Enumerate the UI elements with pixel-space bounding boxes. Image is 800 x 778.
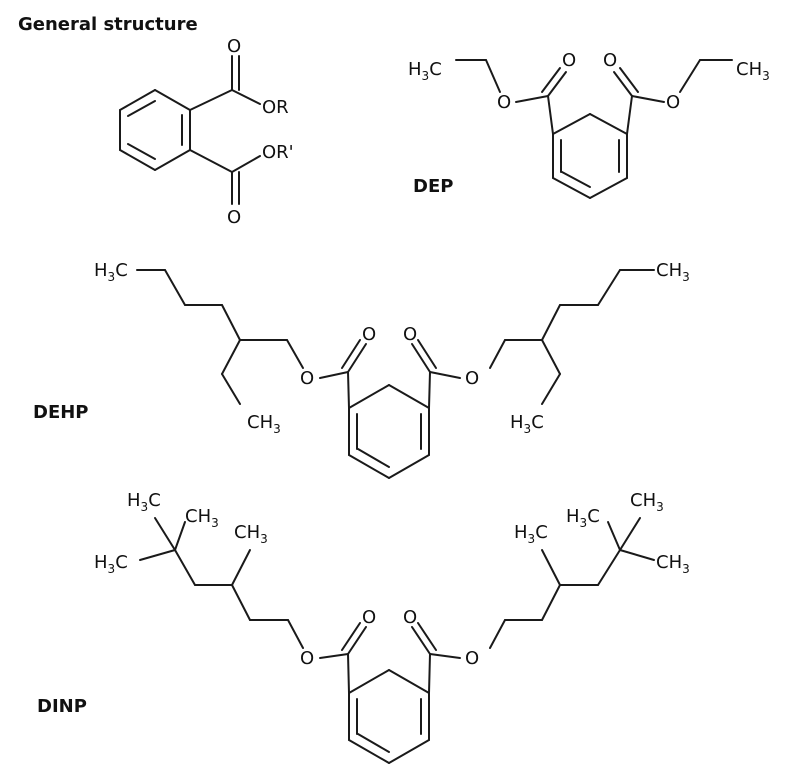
dinp-carbonyl-o-left: O — [362, 607, 376, 628]
dinp-trimethylhexyl-left: H3C CH3 H3C CH3 — [94, 490, 289, 621]
figure-title: General structure — [18, 14, 198, 35]
dep-ch3-right: CH3 — [736, 59, 770, 83]
general-or-label: OR — [262, 97, 289, 118]
dinp-trimethylhexyl-right: H3C H3C CH3 CH3 — [504, 490, 690, 621]
general-carbonyl-o-bottom: O — [227, 207, 241, 228]
general-carbonyl-o-top: O — [227, 36, 241, 57]
dehp-ester-right: O O — [403, 324, 506, 409]
dinp-ester-right: O O — [403, 607, 506, 694]
dehp-ethylhexyl-right: CH3 H3C — [504, 260, 690, 436]
dep-structure: O O H3C O O CH3 DEP — [408, 50, 770, 199]
dinp-carbonyl-o-right: O — [403, 607, 417, 628]
dehp-carbonyl-o-left: O — [362, 324, 376, 345]
general-structure: O OR O OR' — [119, 36, 294, 228]
dinp-ch3-c-right: CH3 — [656, 552, 690, 576]
general-benzene-ring — [119, 89, 191, 171]
dinp-ch3-d-left: CH3 — [234, 522, 268, 546]
dehp-ch3-top-right: CH3 — [656, 260, 690, 284]
dep-ester-o-left: O — [497, 92, 511, 113]
dinp-ester-left: O O — [287, 607, 376, 694]
dinp-structure: O O H3C CH3 H3C CH3 O O — [37, 490, 690, 764]
dinp-benzene-ring — [348, 669, 430, 764]
dehp-ester-o-left: O — [300, 368, 314, 389]
dehp-ester-left: O O — [286, 324, 376, 409]
dehp-label: DEHP — [33, 402, 89, 423]
dehp-structure: O O H3C CH3 O O — [33, 260, 690, 479]
general-ester-top: O OR — [189, 36, 289, 118]
dep-ch3-left: H3C — [408, 59, 442, 83]
dep-label: DEP — [413, 176, 453, 197]
dinp-ester-o-left: O — [300, 648, 314, 669]
dehp-carbonyl-o-right: O — [403, 324, 417, 345]
dep-benzene-ring — [552, 113, 628, 199]
dinp-ch3-d-right: H3C — [514, 522, 548, 546]
dep-ester-left: O O H3C — [408, 50, 576, 135]
dep-carbonyl-o-left: O — [562, 50, 576, 71]
dinp-ch3-a-left: H3C — [127, 490, 161, 514]
dehp-ester-o-right: O — [465, 368, 479, 389]
dinp-label: DINP — [37, 696, 87, 717]
dehp-ch3-bottom-left: CH3 — [247, 412, 281, 436]
dep-carbonyl-o-right: O — [603, 50, 617, 71]
dehp-ch3-bottom-right: H3C — [510, 412, 544, 436]
dehp-benzene-ring — [348, 384, 430, 479]
dehp-ch3-top-left: H3C — [94, 260, 128, 284]
general-or-prime-label: OR' — [262, 142, 294, 163]
dinp-ch3-b-left: CH3 — [185, 506, 219, 530]
general-ester-bottom: O OR' — [189, 142, 294, 228]
dinp-ch3-c-left: H3C — [94, 552, 128, 576]
dep-ester-right: O O CH3 — [603, 50, 770, 135]
dinp-ch3-a-right: H3C — [566, 506, 600, 530]
dep-ester-o-right: O — [666, 92, 680, 113]
dinp-ch3-b-right: CH3 — [630, 490, 664, 514]
dinp-ester-o-right: O — [465, 648, 479, 669]
dehp-ethylhexyl-left: H3C CH3 — [94, 260, 288, 436]
